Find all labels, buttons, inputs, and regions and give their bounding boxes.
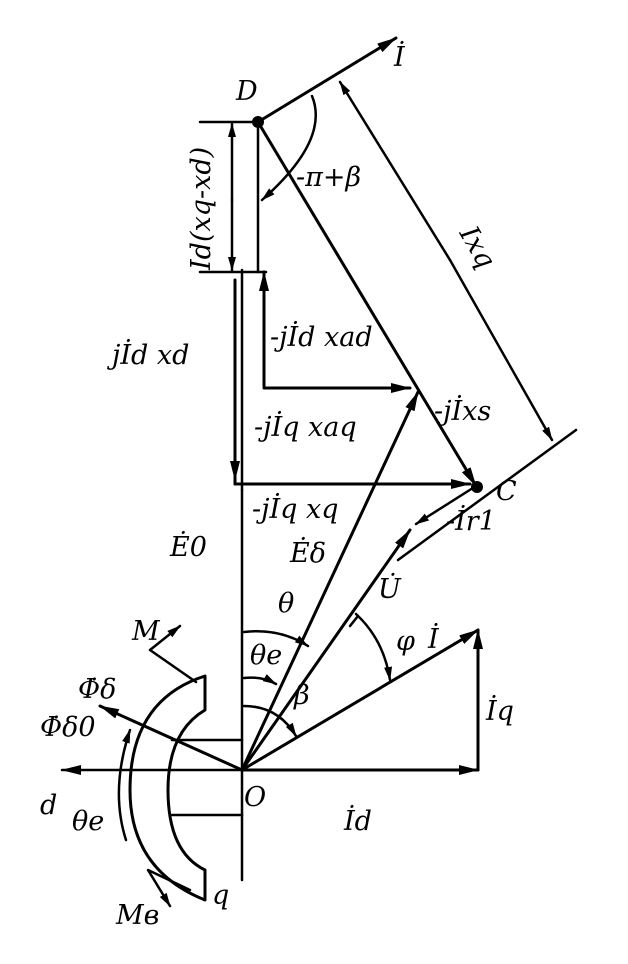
label-pi-beta: -π+β [296,162,361,193]
label-jidxad: -jİd xad [270,320,373,353]
label-iq: İq [485,694,514,727]
beta-arc [242,704,298,738]
label-q-axis: q [212,880,229,911]
label-u: U̇ [378,572,402,605]
label-phi-delta0: Φ̇δ0 [40,712,96,743]
phi-arc-tail [348,614,360,628]
c-perpendicular-line [396,428,578,562]
theta-arc [242,630,310,648]
point-d [252,116,264,128]
ir1-arrow [414,484,478,526]
edelta-vector [240,390,420,772]
label-d-axis: d [40,790,57,821]
label-jiqxq: -jİq xq [252,492,339,525]
label-beta: β [293,680,310,711]
label-jixs: -jİxs [434,394,491,427]
label-ixq: Ixq [452,220,501,274]
label-theta-e: θe [250,640,282,671]
label-phi: φ [396,626,415,657]
label-ir1: -İr1 [446,504,496,537]
label-mv: Mв [115,900,159,931]
pi-beta-arc [260,94,317,202]
label-idxqxd: Id(xq-xd) [186,147,217,271]
ixq-dim-arrow-top [338,80,452,262]
u-vector [240,528,412,772]
m-arrow [148,624,198,684]
i-vector [240,628,480,772]
label-d-point: D [235,76,258,107]
ixq-dim-arrow-bottom [448,258,554,442]
point-c [471,481,483,493]
label-m: M [131,616,161,647]
theta-e-arc [242,674,278,686]
label-o: O [244,782,266,813]
label-id: İd [343,804,372,837]
label-e0: Ė0 [169,530,207,563]
label-i-top: İ [393,40,406,73]
label-edelta: Ėδ [289,536,326,569]
label-jiqxaq: -jİq xaq [254,410,357,443]
jixs-vector [256,120,478,488]
i-top-arrow [256,36,398,124]
label-i-vec: İ [427,622,440,655]
label-theta-e-rotor: θe [72,806,104,837]
rotor-ring [128,674,207,902]
rotation-arc-arrow [117,728,132,842]
label-c-point: C [496,476,517,507]
label-phi-delta: Φ̇δ [78,674,116,705]
phi-delta-arrow [98,704,244,772]
label-jidxd: jİd xd [107,338,189,371]
mv-arrow [146,868,192,908]
phi-arc [354,612,393,682]
label-theta: θ [278,588,294,619]
